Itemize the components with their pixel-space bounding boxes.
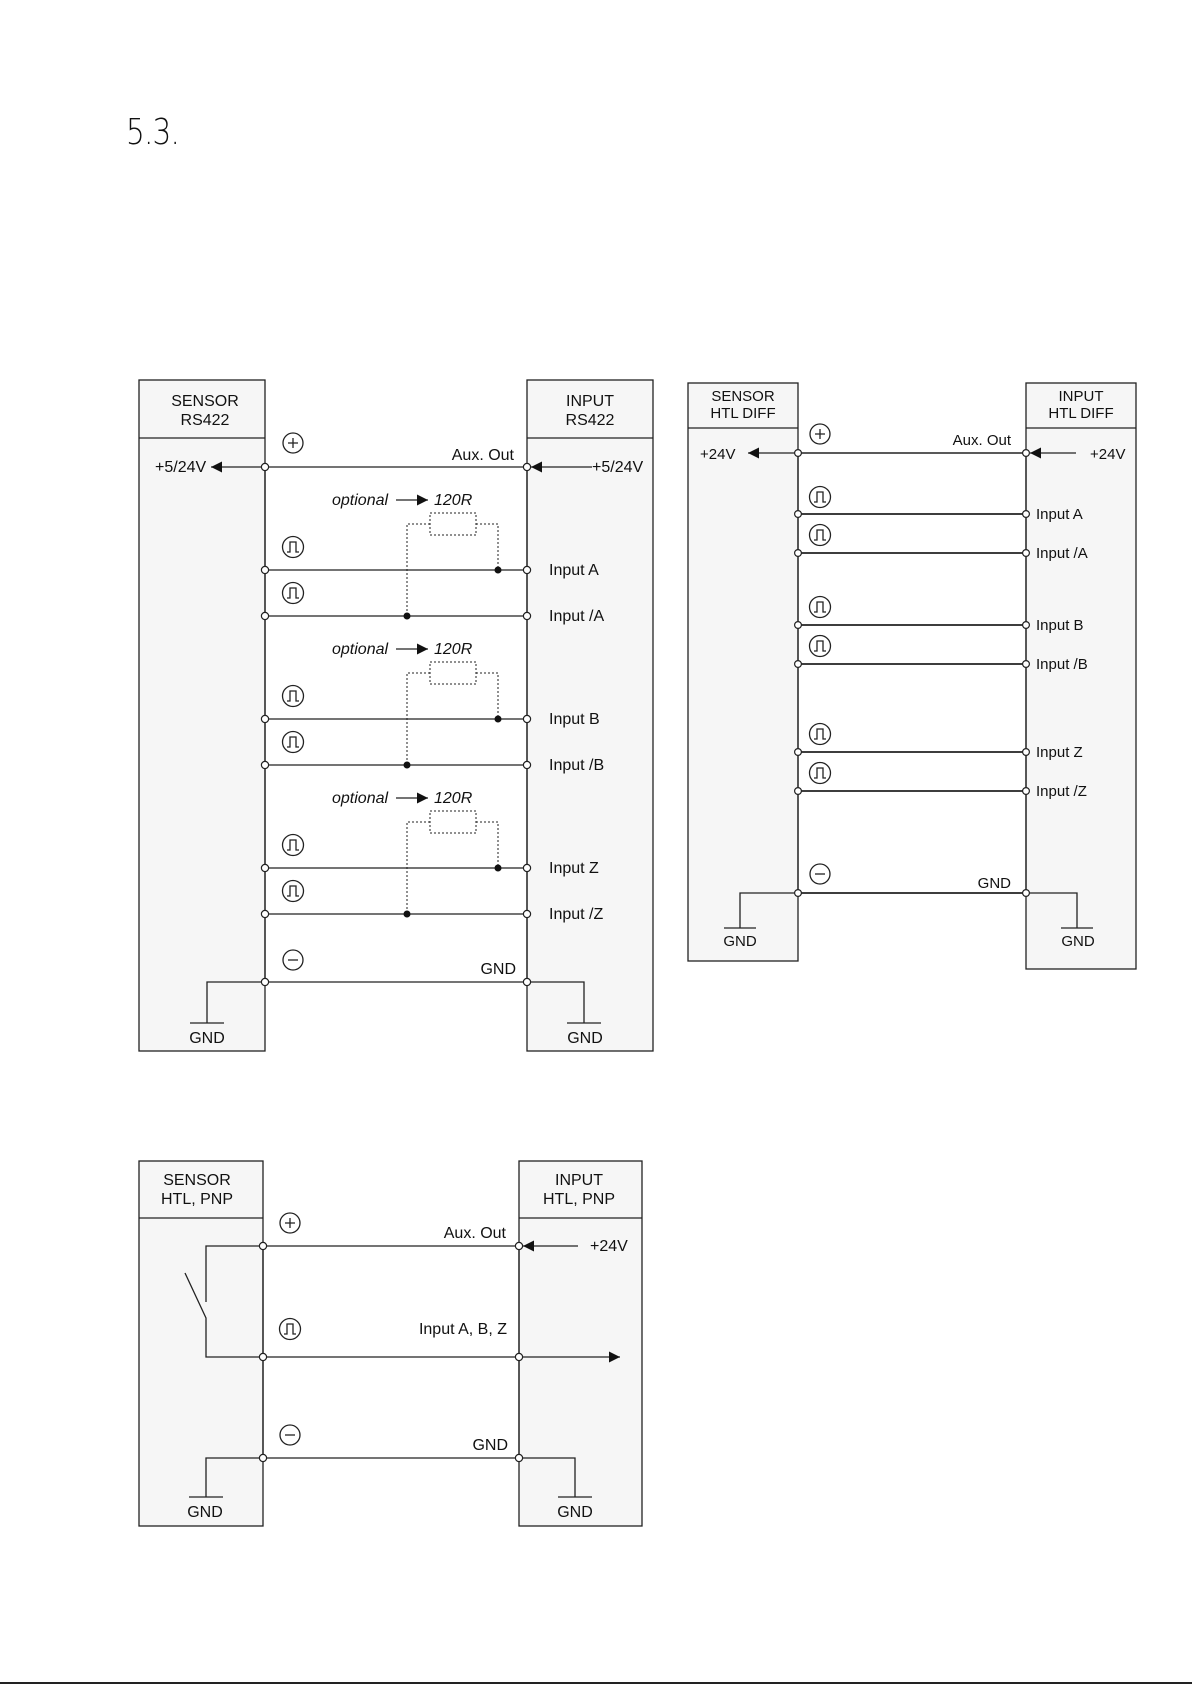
plus-icon bbox=[809, 423, 831, 445]
ground-symbol bbox=[1026, 892, 1093, 929]
pulse-icon bbox=[281, 535, 305, 559]
gnd-right-label: GND bbox=[1061, 933, 1095, 950]
input-title-line1: INPUT bbox=[1059, 388, 1104, 405]
signal-label: Input /Z bbox=[549, 906, 603, 923]
sensor-title-line1: SENSOR bbox=[711, 388, 775, 405]
aux-out-label: Aux. Out bbox=[444, 1225, 507, 1242]
input-title-line2: HTL, PNP bbox=[543, 1191, 615, 1208]
signal-label: Input Z bbox=[1036, 744, 1083, 761]
gnd-left-label: GND bbox=[187, 1504, 223, 1521]
pulse-icon bbox=[808, 722, 832, 746]
sensor-title-line2: HTL DIFF bbox=[710, 405, 775, 422]
gnd-line-label: GND bbox=[472, 1437, 508, 1454]
pulse-icon bbox=[281, 879, 305, 903]
ground-symbol bbox=[190, 981, 265, 1024]
resistor-label: 120R bbox=[434, 790, 473, 807]
diagram-htl-diff: SENSOR HTL DIFF INPUT HTL DIFF +24V +24V… bbox=[687, 382, 1137, 970]
resistor-label: 120R bbox=[434, 641, 473, 658]
input-box bbox=[518, 1160, 643, 1527]
pulse-icon bbox=[281, 581, 305, 605]
plus-icon bbox=[279, 1212, 301, 1234]
input-box bbox=[1025, 382, 1137, 970]
ground-symbol bbox=[519, 1457, 592, 1498]
input-box bbox=[526, 379, 654, 1052]
switch-symbol bbox=[184, 1245, 263, 1358]
pulse-icon bbox=[808, 761, 832, 785]
pulse-icon bbox=[281, 684, 305, 708]
signal-label: Input A bbox=[1036, 506, 1083, 523]
gnd-left-label: GND bbox=[723, 933, 757, 950]
signal-label: Input /A bbox=[549, 608, 604, 625]
input-title-line1: INPUT bbox=[566, 393, 614, 410]
resistor-symbol bbox=[429, 810, 477, 834]
diagram-rs422: SENSOR RS422 INPUT RS422 +5/24V +5/24V A… bbox=[138, 379, 654, 1052]
minus-icon bbox=[809, 863, 831, 885]
section-number: 5.3. bbox=[126, 112, 180, 153]
sensor-box bbox=[138, 1160, 264, 1527]
signal-label: Input B bbox=[1036, 617, 1084, 634]
signal-label: Input /A bbox=[1036, 545, 1088, 562]
ground-symbol bbox=[724, 892, 798, 929]
minus-icon bbox=[282, 949, 304, 971]
gnd-right-label: GND bbox=[557, 1504, 593, 1521]
supply-right-label: +24V bbox=[1090, 446, 1125, 463]
sensor-title-line1: SENSOR bbox=[163, 1172, 231, 1189]
sensor-box bbox=[138, 379, 266, 1052]
gnd-line-label: GND bbox=[978, 875, 1012, 892]
sensor-title-line2: RS422 bbox=[181, 412, 230, 429]
input-title-line1: INPUT bbox=[555, 1172, 603, 1189]
signal-label: Input A, B, Z bbox=[419, 1321, 507, 1338]
resistor-symbol bbox=[429, 661, 477, 685]
ground-symbol bbox=[189, 1457, 263, 1498]
signal-label: Input A bbox=[549, 562, 599, 579]
signal-label: Input /B bbox=[549, 757, 604, 774]
resistor-label: 120R bbox=[434, 492, 473, 509]
supply-left-label: +5/24V bbox=[155, 459, 206, 476]
page-bottom-rule bbox=[0, 1682, 1192, 1684]
input-title-line2: RS422 bbox=[566, 412, 615, 429]
pulse-icon bbox=[281, 833, 305, 857]
plus-icon bbox=[282, 432, 304, 454]
sensor-box bbox=[687, 382, 799, 962]
pulse-icon bbox=[808, 595, 832, 619]
pulse-icon bbox=[808, 485, 832, 509]
signal-label: Input Z bbox=[549, 860, 599, 877]
aux-out-label: Aux. Out bbox=[452, 447, 515, 464]
gnd-right-label: GND bbox=[567, 1030, 603, 1047]
input-title-line2: HTL DIFF bbox=[1048, 405, 1113, 422]
gnd-left-label: GND bbox=[189, 1030, 225, 1047]
signal-label: Input /B bbox=[1036, 656, 1088, 673]
pulse-icon bbox=[808, 634, 832, 658]
signal-label: Input /Z bbox=[1036, 783, 1087, 800]
aux-out-label: Aux. Out bbox=[953, 432, 1012, 449]
sensor-title-line2: HTL, PNP bbox=[161, 1191, 233, 1208]
supply-right-label: +24V bbox=[590, 1238, 628, 1255]
ground-symbol bbox=[527, 981, 601, 1024]
resistor-symbol bbox=[429, 512, 477, 536]
sensor-title-line1: SENSOR bbox=[171, 393, 239, 410]
optional-label: optional bbox=[332, 790, 388, 807]
optional-label: optional bbox=[332, 492, 388, 509]
gnd-line-label: GND bbox=[480, 961, 516, 978]
supply-right-label: +5/24V bbox=[592, 459, 643, 476]
pulse-icon bbox=[278, 1317, 302, 1341]
pulse-icon bbox=[808, 523, 832, 547]
diagram-htl-pnp: SENSOR HTL, PNP INPUT HTL, PNP +24V Aux.… bbox=[138, 1160, 643, 1527]
pulse-icon bbox=[281, 730, 305, 754]
minus-icon bbox=[279, 1424, 301, 1446]
supply-left-label: +24V bbox=[700, 446, 735, 463]
signal-label: Input B bbox=[549, 711, 600, 728]
optional-label: optional bbox=[332, 641, 388, 658]
